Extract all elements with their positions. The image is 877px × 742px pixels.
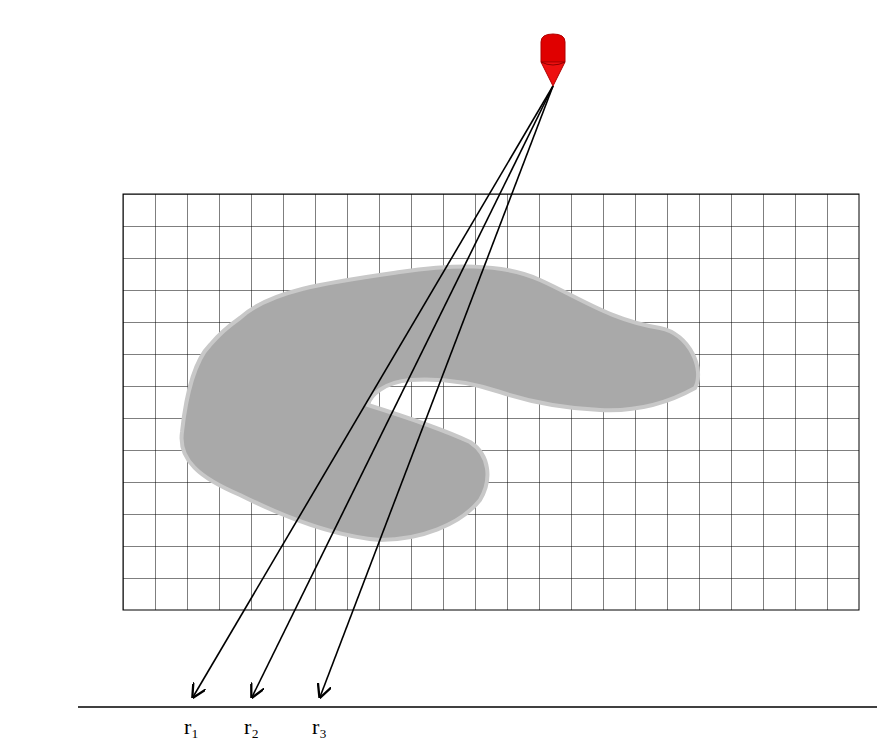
receiver-label: r₁	[184, 716, 199, 738]
ray	[320, 86, 553, 697]
ray	[252, 86, 553, 697]
grid	[123, 194, 859, 610]
ray	[193, 86, 553, 697]
receiver-line	[78, 706, 877, 707]
receiver-label: r₂	[244, 716, 259, 738]
source-nozzle	[541, 34, 565, 86]
anomaly-body	[182, 267, 699, 540]
receiver-label: r₃	[312, 716, 327, 738]
